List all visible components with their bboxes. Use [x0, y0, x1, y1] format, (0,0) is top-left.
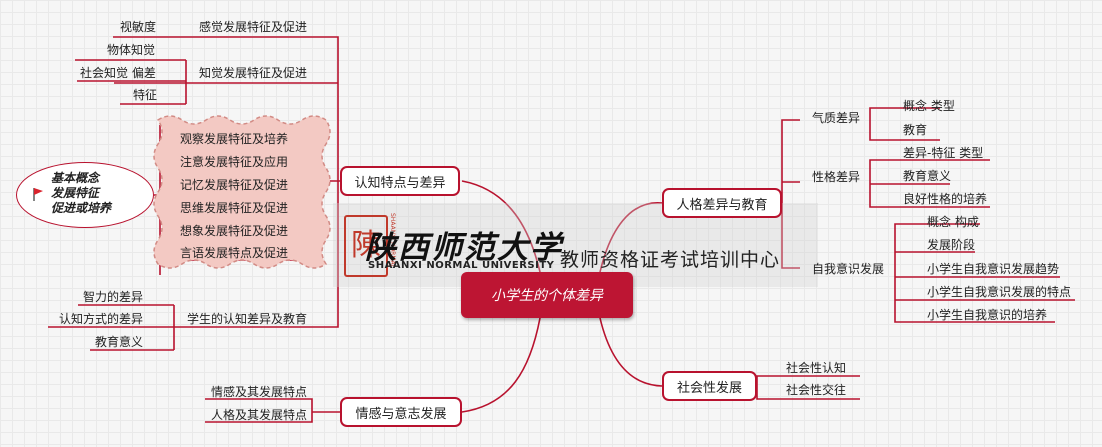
node-attention[interactable]: 注意发展特征及应用 [180, 155, 289, 169]
node-emotion[interactable]: 情感与意志发展 [340, 397, 462, 427]
node-self-traits[interactable]: 小学生自我意识发展的特点 [927, 285, 1072, 299]
callout-bubble: 基本概念 发展特征 促进或培养 [16, 162, 154, 228]
node-social-cognition[interactable]: 社会性认知 [786, 361, 847, 375]
node-self-awareness[interactable]: 自我意识发展 [812, 262, 885, 276]
university-seal: 陳 [344, 215, 388, 277]
node-character[interactable]: 性格差异 [812, 170, 861, 184]
seal-lettering: SHAANXI NORMAL UNIVERSITY [389, 213, 396, 268]
node-social[interactable]: 社会性发展 [662, 371, 757, 401]
node-social-perception[interactable]: 社会知觉 偏差 [80, 66, 156, 80]
node-self-trend[interactable]: 小学生自我意识发展趋势 [927, 262, 1060, 276]
node-temperament-concept[interactable]: 概念 类型 [903, 99, 955, 113]
node-feature[interactable]: 特征 [133, 88, 158, 102]
university-name-en: SHAANXI NORMAL UNIVERSITY [368, 260, 555, 271]
callout-line: 基本概念 [51, 171, 100, 185]
node-intelligence-diff[interactable]: 智力的差异 [83, 290, 144, 304]
callout-line: 促进或培养 [51, 201, 112, 215]
node-object-perception[interactable]: 物体知觉 [107, 43, 156, 57]
node-emotion-dev[interactable]: 情感及其发展特点 [211, 385, 308, 399]
node-imagination[interactable]: 想象发展特征及促进 [180, 224, 289, 238]
node-observation[interactable]: 观察发展特征及培养 [180, 132, 289, 146]
node-visual-acuity[interactable]: 视敏度 [120, 20, 157, 34]
callout-line: 发展特征 [51, 186, 100, 200]
node-memory[interactable]: 记忆发展特征及促进 [180, 178, 289, 192]
training-center-name: 教师资格证考试培训中心 [560, 249, 781, 271]
node-cognitive-style[interactable]: 认知方式的差异 [59, 312, 144, 326]
node-edu-meaning[interactable]: 教育意义 [95, 335, 144, 349]
node-thinking[interactable]: 思维发展特征及促进 [180, 201, 289, 215]
university-name-cn: 陕西师范大学 [365, 230, 563, 266]
node-cognition[interactable]: 认知特点与差异 [340, 166, 460, 196]
node-temperament[interactable]: 气质差异 [812, 111, 861, 125]
node-perception-dev[interactable]: 知觉发展特征及促进 [199, 66, 308, 80]
node-character-cultivate[interactable]: 良好性格的培养 [903, 192, 988, 206]
node-social-interaction[interactable]: 社会性交往 [786, 383, 847, 397]
node-learning-diff[interactable]: 学生的认知差异及教育 [187, 312, 308, 326]
node-character-types[interactable]: 差异-特征 类型 [903, 146, 984, 160]
node-self-stages[interactable]: 发展阶段 [927, 238, 976, 252]
node-personality-dev[interactable]: 人格及其发展特点 [211, 408, 308, 422]
node-self-concept[interactable]: 概念 构成 [927, 215, 979, 229]
node-character-edu[interactable]: 教育意义 [903, 169, 952, 183]
central-topic[interactable]: 小学生的个体差异 [461, 272, 633, 318]
node-self-cultivate[interactable]: 小学生自我意识的培养 [927, 308, 1048, 322]
node-language[interactable]: 言语发展特点及促进 [180, 246, 289, 260]
node-perception-sense[interactable]: 感觉发展特征及促进 [199, 20, 308, 34]
node-personality[interactable]: 人格差异与教育 [662, 188, 782, 218]
flag-icon [33, 188, 43, 201]
wavy-group-shape [153, 115, 331, 269]
node-temperament-edu[interactable]: 教育 [903, 123, 928, 137]
